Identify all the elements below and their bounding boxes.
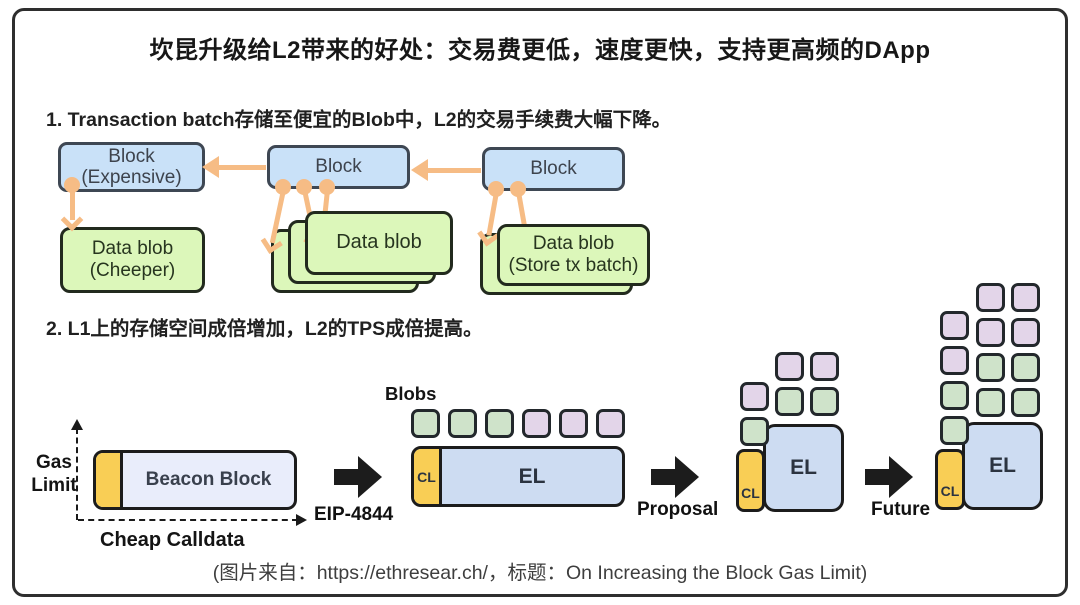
block-sublabel: (Expensive): [81, 167, 182, 188]
blob-square-purple: [596, 409, 625, 438]
step-label-future: Future: [871, 499, 931, 520]
cheap-calldata-axis-label: Cheap Calldata: [100, 529, 245, 551]
cl-label: CL: [940, 483, 960, 499]
blob-square-purple: [976, 318, 1005, 347]
cl-el-bar: CL EL: [411, 446, 625, 507]
arrow-head: [889, 456, 913, 498]
section1-heading: 1. Transaction batch存储至便宜的Blob中，L2的交易手续费…: [46, 109, 672, 131]
blob-col-proposal: [740, 382, 769, 446]
blob-square-purple: [976, 283, 1005, 312]
blob-square-purple: [522, 409, 551, 438]
arrow-head: [60, 208, 84, 232]
x-axis-dashed-line: [78, 519, 298, 521]
blob-square-purple: [940, 346, 969, 375]
card-sublabel: (Store tx batch): [508, 255, 639, 276]
blob-square-green: [940, 416, 969, 445]
blob-square-green: [775, 387, 804, 416]
x-axis-arrowhead-icon: [296, 514, 307, 526]
blob-pointer-dot: [488, 181, 504, 197]
data-blob-card-txbatch: Data blob (Store tx batch): [497, 224, 650, 286]
blob-pointer-dot: [319, 179, 335, 195]
el-box-future: EL: [962, 422, 1043, 510]
data-blob-card-stack: Data blob: [305, 211, 453, 275]
arrow-shaft: [69, 192, 75, 220]
block-label: Block: [108, 145, 155, 167]
blob-pointer-dot: [296, 179, 312, 195]
blob-square-purple: [940, 311, 969, 340]
blob-square-green: [448, 409, 477, 438]
arrow-shaft: [214, 164, 266, 170]
blob-pointer-dot: [275, 179, 291, 195]
gas-limit-axis-label: Gas Limit: [26, 452, 82, 498]
blob-grid-future: [976, 283, 1040, 417]
blob-square-green: [1011, 388, 1040, 417]
cl-box-proposal: CL: [736, 449, 765, 512]
blob-square-green: [740, 417, 769, 446]
arrow-head: [675, 456, 699, 498]
blob-pointer-dot: [510, 181, 526, 197]
section2-heading: 2. L1上的存储空间成倍增加，L2的TPS成倍提高。: [46, 318, 483, 340]
image-source-caption: (图片来自：https://ethresear.ch/，标题：On Increa…: [212, 562, 868, 584]
cl-strip: CL: [414, 449, 442, 504]
card-sublabel: (Cheeper): [89, 260, 176, 281]
blob-square-purple: [1011, 283, 1040, 312]
arrow-shaft: [423, 167, 481, 173]
blob-square-purple: [810, 352, 839, 381]
el-box-proposal: EL: [763, 424, 844, 512]
chain-arrow-icon: [411, 159, 481, 181]
el-label: EL: [790, 456, 817, 479]
arrow-head: [358, 456, 382, 498]
gas-label-line2: Limit: [31, 474, 77, 496]
arrow-body: [865, 469, 891, 485]
arrow-body: [334, 469, 360, 485]
down-arrow-icon: [60, 192, 84, 232]
y-axis-arrowhead-icon: [71, 419, 83, 430]
block-label: Block: [530, 158, 577, 180]
step-label-eip4844: EIP-4844: [314, 504, 394, 525]
card-label: Data blob: [532, 232, 615, 254]
el-label: EL: [989, 454, 1016, 477]
blob-square-purple: [740, 382, 769, 411]
step-arrow-icon: [865, 456, 913, 498]
blob-square-green: [976, 388, 1005, 417]
card-label: Data blob: [91, 237, 174, 259]
gas-label-line1: Gas: [36, 452, 72, 473]
el-label: EL: [518, 464, 546, 488]
cl-label: CL: [741, 485, 760, 501]
beacon-block-bar: Beacon Block: [93, 450, 297, 510]
beacon-block-label: Beacon Block: [145, 469, 272, 490]
blob-square-green: [976, 353, 1005, 382]
block-box-right: Block: [482, 147, 625, 191]
step-arrow-icon: [334, 456, 382, 498]
step-label-proposal: Proposal: [637, 499, 719, 520]
card-label: Data blob: [336, 231, 422, 254]
blob-pointer-dot: [64, 177, 80, 193]
block-box-expensive: Block (Expensive): [58, 142, 205, 192]
step-arrow-icon: [651, 456, 699, 498]
blobs-label: Blobs: [385, 383, 437, 404]
data-blob-card-cheaper: Data blob (Cheeper): [60, 227, 205, 293]
block-label: Block: [315, 156, 362, 178]
blob-square-green: [485, 409, 514, 438]
blob-grid-proposal: [775, 352, 839, 416]
blob-square-green: [810, 387, 839, 416]
beacon-yellow-strip: [96, 453, 123, 507]
y-axis-dashed-line: [76, 428, 78, 520]
blob-square-purple: [1011, 318, 1040, 347]
blob-square-purple: [559, 409, 588, 438]
arrow-head: [411, 159, 428, 181]
chain-arrow-icon: [202, 156, 266, 178]
blob-square-green: [1011, 353, 1040, 382]
blob-square-purple: [775, 352, 804, 381]
blob-square-green: [940, 381, 969, 410]
arrow-head: [202, 156, 219, 178]
arrow-body: [651, 469, 677, 485]
blob-row-eip4844: [411, 409, 625, 438]
cl-box-future: CL: [935, 449, 965, 510]
blob-col-future: [940, 311, 969, 445]
blob-square-green: [411, 409, 440, 438]
block-box-middle: Block: [267, 145, 410, 189]
page-title: 坎昆升级给L2带来的好处：交易费更低，速度更快，支持更高频的DApp: [149, 37, 931, 64]
